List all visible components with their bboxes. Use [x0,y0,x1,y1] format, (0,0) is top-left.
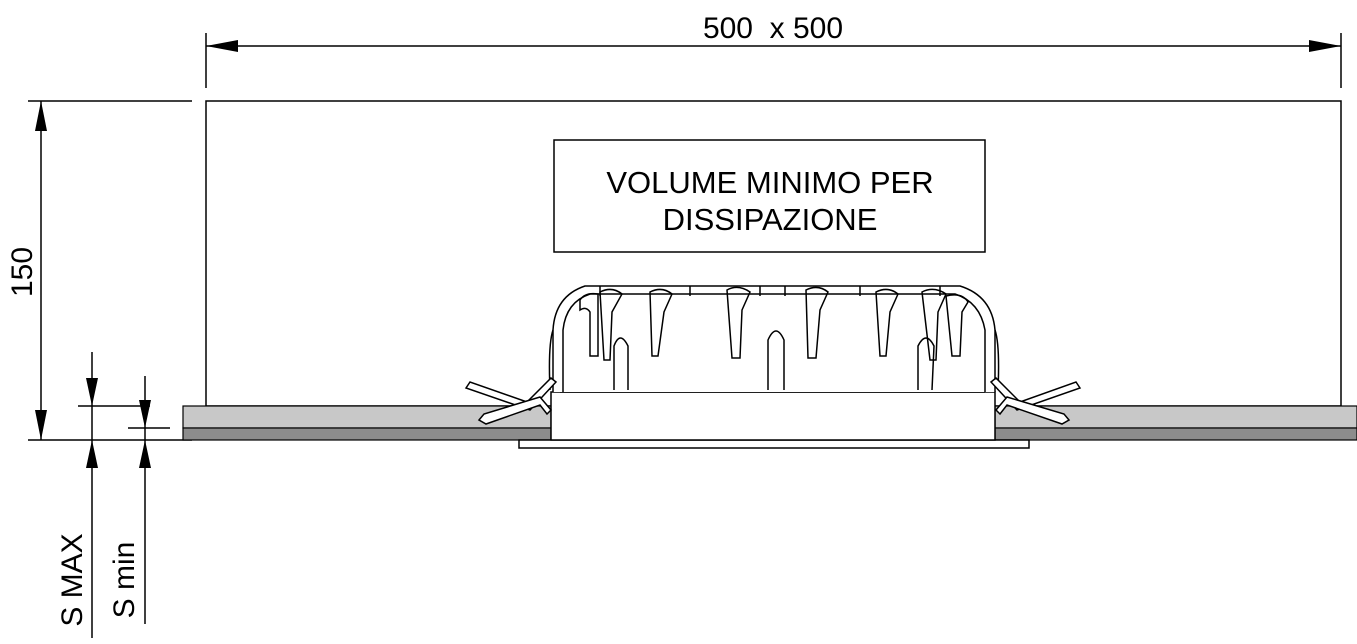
width-label: 500 x 500 [703,12,843,45]
height-arrow-bottom [35,410,47,440]
width-arrow-left [206,40,238,52]
width-dimension [205,33,1342,88]
s-min-label: S min [108,542,141,619]
s-max-label: S MAX [56,533,89,626]
s-max-dimension [78,352,150,638]
ceiling-panel-left [182,405,552,441]
height-label: 150 [6,247,39,297]
spring-clip-right [989,376,1082,425]
height-dimension [28,100,192,441]
luminaire-trim-flange [518,439,1030,449]
ceiling-panel-right [994,405,1357,441]
luminaire-housing [550,391,996,441]
s-min-dimension [128,376,170,624]
width-arrow-right [1309,40,1341,52]
volume-label-box [553,139,986,253]
luminaire [518,285,1030,449]
height-arrow-top [35,101,47,131]
volume-label-line2: DISSIPAZIONE [663,202,878,237]
volume-label-line1: VOLUME MINIMO PER [606,165,933,200]
spring-clip-left [464,376,558,425]
